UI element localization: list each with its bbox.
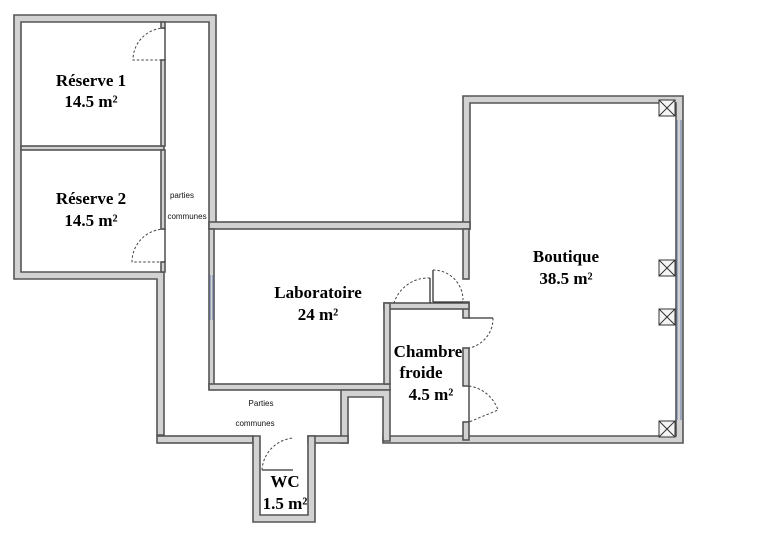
- common-area-lower-line1: Parties: [249, 399, 274, 408]
- chambre-froide-area: 4.5 m²: [409, 385, 454, 404]
- door-chambre-froide-west: [393, 277, 431, 304]
- wall-corridor-south: [156, 435, 254, 444]
- wall-reserve1-east-lower: [160, 59, 166, 147]
- boutique-name: Boutique: [533, 247, 600, 266]
- laboratoire-area: 24 m²: [298, 305, 339, 324]
- wall-reserve2-east-lower: [160, 261, 166, 273]
- chambre-froide-line2: froide: [399, 363, 443, 382]
- wall-laboratoire-south: [208, 383, 391, 391]
- pillar-bottom-right: [658, 420, 676, 438]
- wc-name: WC: [270, 472, 299, 491]
- pillar-top-right: [658, 99, 676, 117]
- door-boutique-to-chambre: [468, 317, 494, 349]
- reserve2-name: Réserve 2: [56, 189, 126, 208]
- reserve1-name: Réserve 1: [56, 71, 126, 90]
- common-area-upper-line1: parties: [170, 191, 194, 200]
- pillar-lower-right: [658, 308, 676, 326]
- window-laboratoire-west: [209, 275, 214, 320]
- wall-upper-connector: [208, 221, 471, 230]
- wall-chambre-froide-top: [383, 302, 470, 310]
- common-area-upper-line2: communes: [167, 212, 206, 221]
- wall-reserve2-east: [160, 149, 166, 230]
- wall-reserve1-east: [160, 21, 166, 29]
- windows: [209, 120, 682, 420]
- room-labels: Réserve 1 14.5 m² Réserve 2 14.5 m² Labo…: [56, 71, 600, 513]
- window-boutique-east: [676, 120, 682, 420]
- walls: [13, 14, 684, 523]
- door-reserve2: [131, 228, 166, 263]
- wall-chambre-froide-east-bottom: [462, 421, 470, 441]
- common-area-lower-line2: communes: [235, 419, 274, 428]
- pillars: [658, 99, 676, 438]
- wall-laboratoire-east-upper: [462, 228, 470, 280]
- door-chambre-froide-east: [468, 385, 499, 423]
- chambre-froide-line1: Chambre: [394, 342, 463, 361]
- boutique-area: 38.5 m²: [539, 269, 592, 288]
- reserve1-area: 14.5 m²: [64, 92, 117, 111]
- door-laboratoire-to-boutique: [432, 269, 464, 303]
- door-wc: [261, 437, 295, 471]
- wall-laboratoire-east-lower: [462, 301, 470, 319]
- door-reserve1: [132, 27, 166, 61]
- wall-chambre-froide-west: [383, 302, 391, 385]
- reserve2-area: 14.5 m²: [64, 211, 117, 230]
- laboratoire-name: Laboratoire: [274, 283, 362, 302]
- pillar-mid-right: [658, 259, 676, 277]
- wall-reserve-partition: [20, 145, 165, 151]
- doors: [131, 27, 499, 471]
- wall-step-south: [340, 389, 391, 444]
- wall-wc: [252, 435, 316, 523]
- wc-area: 1.5 m²: [263, 494, 308, 513]
- wall-chambre-froide-east: [462, 347, 470, 387]
